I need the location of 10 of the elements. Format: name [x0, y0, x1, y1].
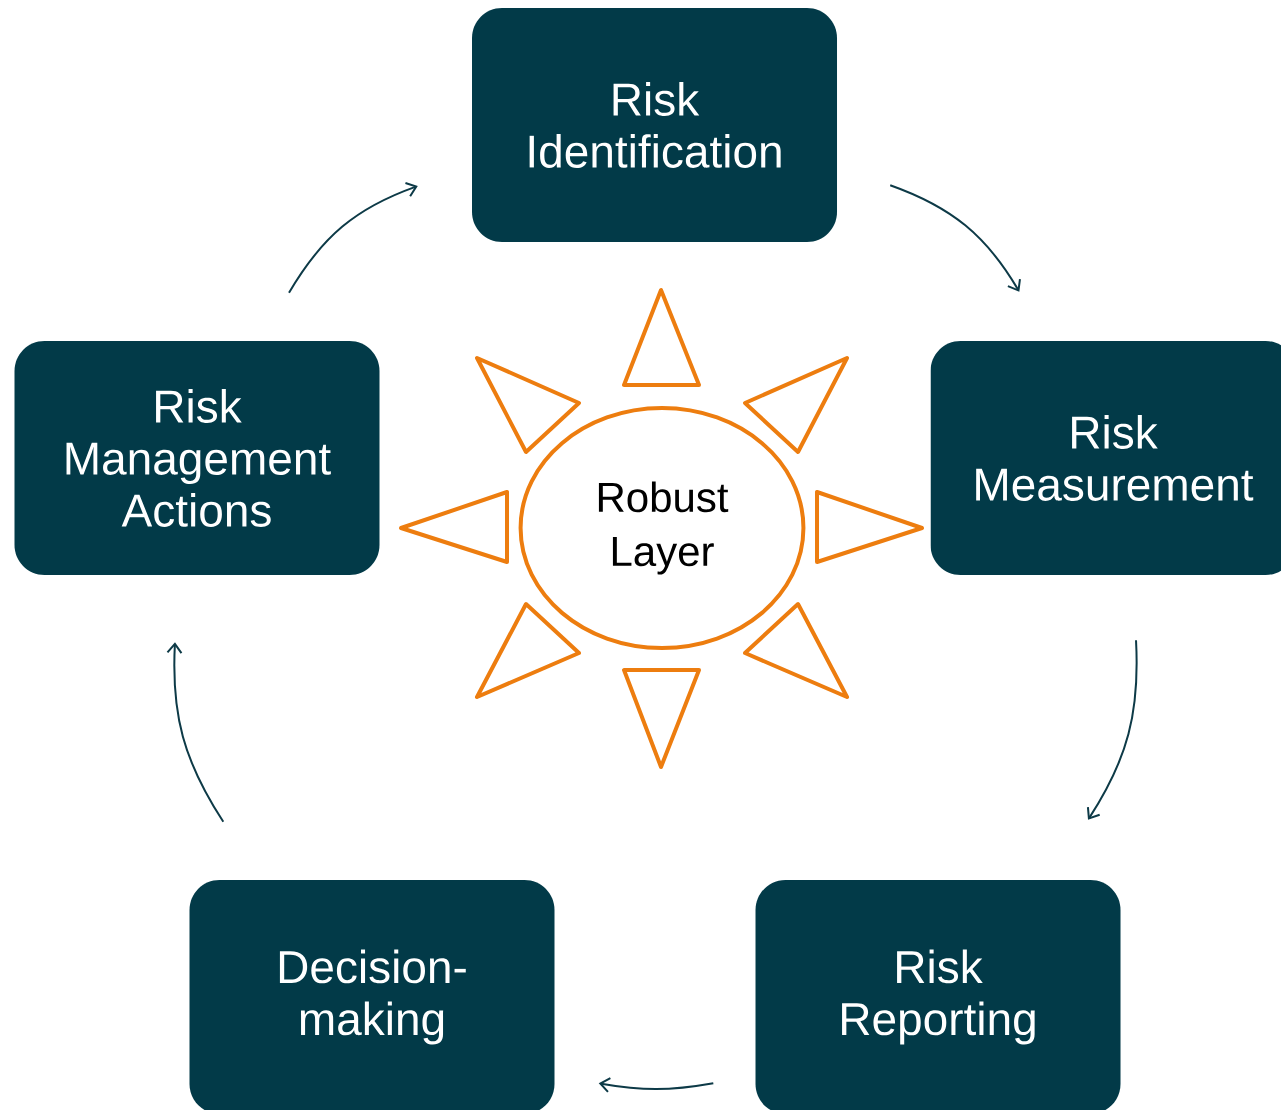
process-box: Risk Identification [472, 8, 837, 242]
process-box: Decision-making [189, 880, 555, 1110]
arrow [1086, 639, 1138, 820]
arrow [166, 642, 225, 823]
process-box: Risk Reporting [755, 880, 1121, 1110]
arrow [889, 184, 1021, 292]
process-box: Risk Management Actions [14, 341, 380, 575]
arrow [288, 182, 418, 294]
process-box: Risk Measurement [930, 341, 1281, 575]
arrow [598, 1077, 715, 1093]
